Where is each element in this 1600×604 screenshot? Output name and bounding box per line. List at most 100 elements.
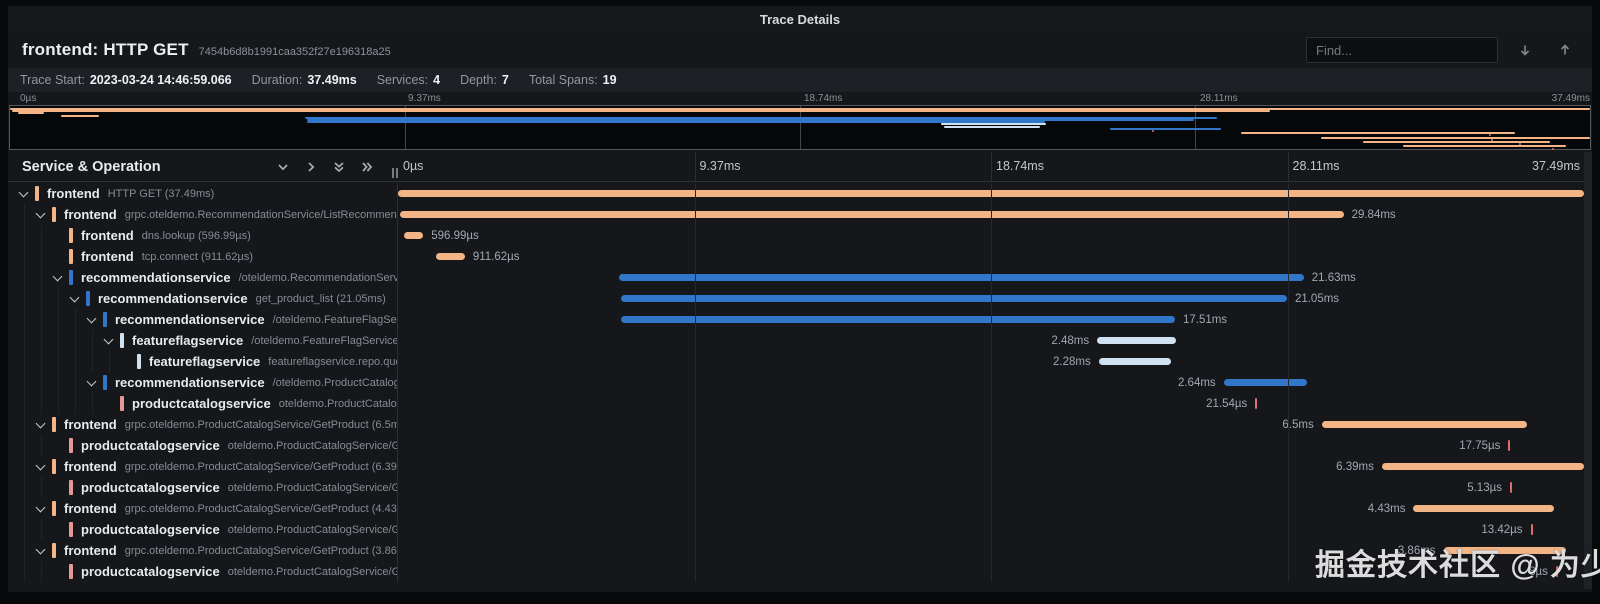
double-chevron-right-icon[interactable] [360,160,374,174]
chevron-down-icon[interactable] [35,460,46,470]
span-bar[interactable] [435,253,465,260]
span-timeline-cell[interactable]: 6.39ms [398,456,1584,477]
span-bar[interactable] [621,295,1287,302]
span-bar[interactable] [1413,505,1554,512]
column-resize-handle[interactable] [392,168,400,178]
span-timeline-cell[interactable]: 911.62µs [398,246,1584,267]
span-tree-cell[interactable]: featureflagservice/oteldemo.FeatureFlagS… [8,330,398,351]
chevron-down-icon[interactable] [52,271,63,281]
span-timeline-cell[interactable]: 17.75µs [398,435,1584,456]
double-chevron-down-icon[interactable] [332,160,346,174]
chevron-down-icon[interactable] [86,313,97,323]
scrollbar-gutter[interactable] [1584,152,1592,589]
span-bar[interactable] [621,316,1175,323]
meta-value: 19 [602,73,617,87]
span-tick[interactable] [1255,398,1258,409]
span-tick[interactable] [1530,524,1533,535]
span-bar[interactable] [1223,379,1308,386]
span-timeline-cell[interactable]: 13.42µs [398,519,1584,540]
span-timeline-cell[interactable]: 6.5ms [398,414,1584,435]
service-name: recommendationservice [115,375,265,390]
span-row[interactable]: featureflagservice/oteldemo.FeatureFlagS… [8,330,1592,351]
span-timeline-cell[interactable] [398,183,1584,204]
chevron-down-icon[interactable] [276,160,290,174]
find-next-button[interactable] [1512,38,1538,62]
span-bar[interactable] [404,232,424,239]
span-tree-cell[interactable]: recommendationservice/oteldemo.FeatureFl… [8,309,398,330]
span-timeline-cell[interactable]: 2.64ms [398,372,1584,393]
span-timeline-cell[interactable]: 2.48ms [398,330,1584,351]
chevron-down-icon[interactable] [35,208,46,218]
chevron-down-icon[interactable] [69,292,80,302]
span-tick[interactable] [1508,440,1511,451]
chevron-down-icon[interactable] [18,187,29,197]
span-timeline-cell[interactable]: 596.99µs [398,225,1584,246]
chevron-down-icon[interactable] [35,544,46,554]
span-row[interactable]: recommendationservice/oteldemo.Recommend… [8,267,1592,288]
span-timeline-cell[interactable]: 29.84ms [398,204,1584,225]
chevron-down-icon[interactable] [103,334,114,344]
chevron-down-icon[interactable] [86,376,97,386]
span-timeline-cell[interactable]: 21.54µs [398,393,1584,414]
span-timeline-cell[interactable]: 5.13µs [398,477,1584,498]
chevron-down-icon[interactable] [35,418,46,428]
find-input[interactable] [1306,37,1498,63]
span-timeline-cell[interactable]: 17.51ms [398,309,1584,330]
span-timeline-cell[interactable]: 3.86ms [398,540,1584,561]
span-row[interactable]: recommendationservice/oteldemo.FeatureFl… [8,309,1592,330]
chevron-right-icon[interactable] [304,160,318,174]
span-bar[interactable] [1381,463,1584,470]
span-bar[interactable] [398,190,1584,197]
span-bar[interactable] [1443,547,1566,554]
span-bar[interactable] [619,274,1304,281]
span-bar[interactable] [1321,421,1528,428]
span-timeline-cell[interactable]: 4.43ms [398,498,1584,519]
chevron-down-icon[interactable] [35,502,46,512]
span-timeline-cell[interactable]: 21.05ms [398,288,1584,309]
minimap-viewport[interactable] [9,105,1591,150]
span-bar[interactable] [1097,337,1176,344]
span-row[interactable]: recommendationservice/oteldemo.ProductCa… [8,372,1592,393]
span-tick[interactable] [1555,566,1558,577]
span-tree-cell[interactable]: recommendationservice/oteldemo.Recommend… [8,267,398,288]
span-tick[interactable] [1509,482,1512,493]
span-bar[interactable] [1098,358,1171,365]
span-timeline-cell[interactable]: 8µs [398,561,1584,582]
find-prev-button[interactable] [1552,38,1578,62]
span-tree-cell[interactable]: recommendationservice/oteldemo.ProductCa… [8,372,398,393]
span-bar[interactable] [399,211,1344,218]
span-timeline-cell[interactable]: 2.28ms [398,351,1584,372]
span-timeline-cell[interactable]: 21.63ms [398,267,1584,288]
